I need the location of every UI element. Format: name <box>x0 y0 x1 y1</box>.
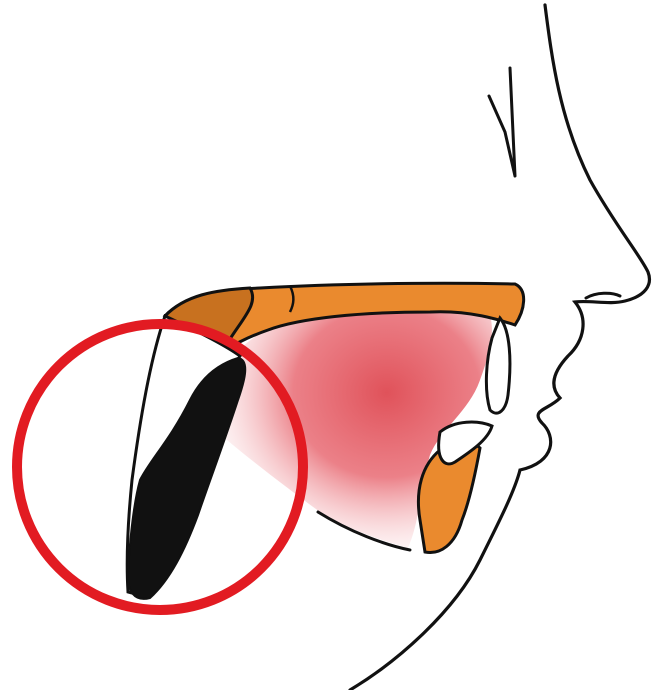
nostril-outline <box>586 293 620 298</box>
eye-mark <box>489 68 515 176</box>
